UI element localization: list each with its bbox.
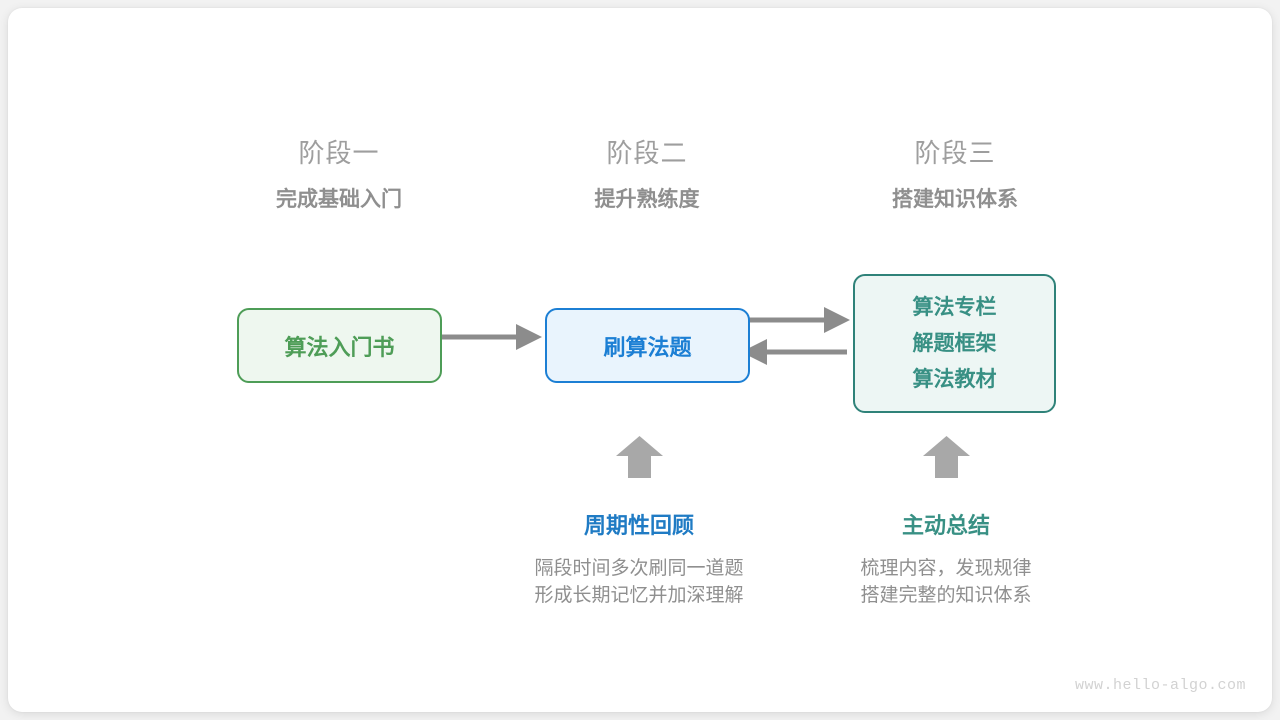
stage-3-subtitle: 搭建知识体系 (892, 188, 1018, 211)
note-active-summary-desc-1: 梳理内容，发现规律 (860, 558, 1032, 579)
note-active-summary-title: 主动总结 (901, 513, 990, 538)
watermark-url: www.hello-algo.com (1074, 677, 1246, 694)
node-intro-book[interactable]: 算法入门书 (237, 308, 442, 383)
node-intro-book-label: 算法入门书 (284, 334, 395, 360)
note-active-summary-desc-2: 搭建完整的知识体系 (860, 585, 1032, 606)
note-periodic-review-title: 周期性回顾 (583, 513, 694, 538)
stage-1-title: 阶段一 (298, 138, 380, 168)
stage-2-title: 阶段二 (606, 138, 688, 168)
node-practice-problems[interactable]: 刷算法题 (545, 308, 750, 383)
stage-3-title: 阶段三 (914, 138, 996, 168)
up-arrow-icon-review (616, 436, 663, 478)
stage-header-1: 阶段一 完成基础入门 (209, 136, 469, 215)
stage-header-2: 阶段二 提升熟练度 (517, 136, 777, 215)
stage-1-subtitle: 完成基础入门 (276, 188, 402, 211)
diagram-canvas: 阶段一 完成基础入门 阶段二 提升熟练度 阶段三 搭建知识体系 算法入门书 (8, 8, 1272, 712)
up-arrow-icon-summary (923, 436, 970, 478)
stage-header-3: 阶段三 搭建知识体系 (825, 136, 1085, 215)
node-knowledge-line-1: 算法专栏 (912, 295, 997, 319)
node-knowledge-system[interactable]: 算法专栏 解题框架 算法教材 (853, 274, 1056, 413)
note-periodic-review-desc-2: 形成长期记忆并加深理解 (534, 585, 744, 606)
note-periodic-review-desc-1: 隔段时间多次刷同一道题 (534, 558, 744, 579)
stage-2-subtitle: 提升熟练度 (594, 188, 700, 211)
note-periodic-review: 周期性回顾 隔段时间多次刷同一道题 形成长期记忆并加深理解 (489, 511, 789, 609)
node-knowledge-line-2: 解题框架 (912, 331, 997, 355)
note-active-summary: 主动总结 梳理内容，发现规律 搭建完整的知识体系 (796, 511, 1096, 609)
node-knowledge-line-3: 算法教材 (912, 367, 997, 391)
node-practice-problems-label: 刷算法题 (603, 334, 692, 360)
